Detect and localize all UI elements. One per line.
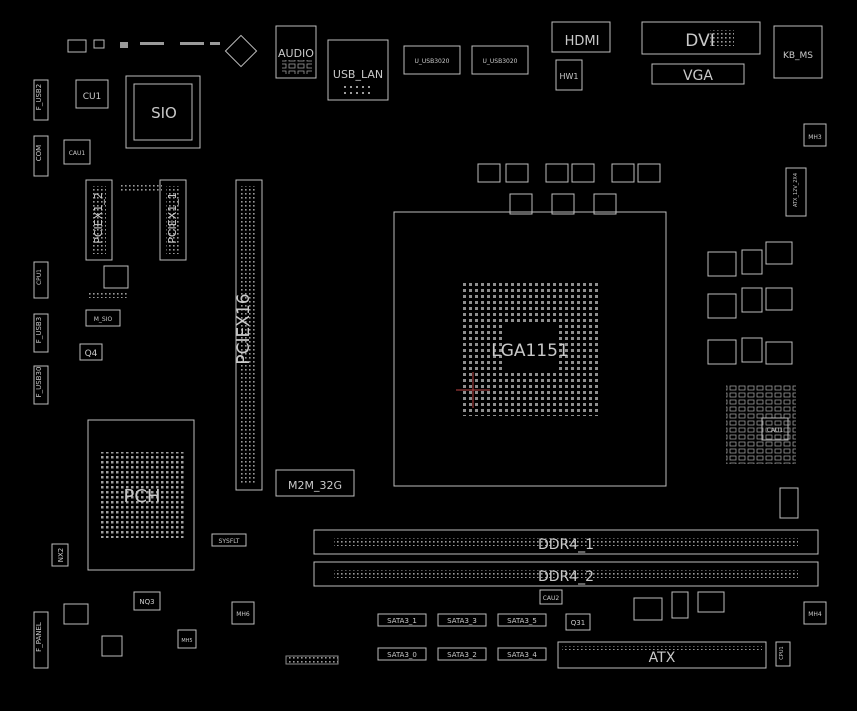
cau1-label: CAU1 xyxy=(69,150,86,157)
sio-label: SIO xyxy=(151,104,177,122)
pciex1-2-slot: PCIEX1_2 xyxy=(85,179,113,261)
usb-lan-label: USB_LAN xyxy=(333,68,383,81)
left-bottom-chip-2 xyxy=(101,635,123,657)
m2-slot: M2M_32G xyxy=(275,469,355,497)
ddr4-2-slot: DDR4_2 xyxy=(313,561,819,587)
hw1-chip: HW1 xyxy=(555,59,583,91)
sysflt-label: SYSFLT xyxy=(219,538,240,545)
atx-12v-label: ATX_12V_2X4 xyxy=(793,173,799,207)
usb3020-1-label: U_USB3020 xyxy=(415,58,450,65)
f-usb3b-label: F_USB30 xyxy=(35,367,43,398)
cau-right-label: CAU1 xyxy=(767,427,784,434)
ddr4-1-slot: DDR4_1 xyxy=(313,529,819,555)
f-usb2-label: F_USB2 xyxy=(35,84,43,110)
jumper-pins xyxy=(120,184,162,192)
atx-label: ATX xyxy=(649,650,676,666)
sata-connectors: SATA3_1 SATA3_3 SATA3_5 SATA3_0 SATA3_2 … xyxy=(377,613,547,661)
cpu1b-header xyxy=(775,641,791,667)
vrm-area: ATX_12V_2X4 xyxy=(707,167,807,365)
m2m-label: M2M_32G xyxy=(288,479,342,492)
cau2-chip: CAU2 xyxy=(539,589,563,605)
sata3-2-label: SATA3_2 xyxy=(447,651,477,659)
lga-label: LGA1151 xyxy=(491,341,569,361)
q31-label: Q31 xyxy=(571,619,585,627)
sio-chip: SIO xyxy=(125,75,201,149)
cpu1-label: CPU1 xyxy=(36,269,43,285)
ddr4-2-label: DDR4_2 xyxy=(538,569,594,585)
mh5-hole: MH5 xyxy=(177,629,197,649)
bottom-right-chip-2 xyxy=(671,591,689,619)
com-label: COM xyxy=(35,145,43,161)
top-left-pads xyxy=(67,34,258,68)
nq3-chip: NQ3 xyxy=(133,591,161,611)
hw1-label: HW1 xyxy=(559,72,578,81)
cpu1b-label: CPU1 xyxy=(779,646,785,659)
cpu-socket: LGA1151 xyxy=(393,211,667,487)
usb3020-connector-1: U_USB3020 xyxy=(403,45,461,75)
pciex1-1-label: PCIEX1_1 xyxy=(166,192,179,244)
m-sio-chip: M_SIO xyxy=(85,309,121,327)
atx-connector: ATX xyxy=(557,641,767,669)
left-pins xyxy=(88,292,128,298)
vga-connector: VGA xyxy=(651,63,745,85)
q31-chip: Q31 xyxy=(565,613,591,631)
pciex1-1-slot: PCIEX1_1 xyxy=(159,179,187,261)
mh3-label: MH3 xyxy=(808,134,822,141)
bottom-right-chip xyxy=(633,597,663,621)
f-panel-header: F_PANEL xyxy=(33,611,49,669)
hdmi-connector: HDMI xyxy=(551,21,611,53)
nx2-chip: NX2 xyxy=(51,543,69,567)
mh6-label: MH6 xyxy=(236,611,250,618)
sata3-5-label: SATA3_5 xyxy=(507,617,537,625)
pciex1-2-label: PCIEX1_2 xyxy=(92,192,105,244)
dvi-label: DVI xyxy=(685,31,714,51)
f-usb2-header: F_USB2 xyxy=(33,79,49,121)
q4-chip: Q4 xyxy=(79,343,103,361)
audio-connector: AUDIO xyxy=(275,25,317,79)
audio-label: AUDIO xyxy=(278,47,314,60)
q4-label: Q4 xyxy=(85,349,98,359)
hdmi-label: HDMI xyxy=(565,34,600,49)
usb3020-2-label: U_USB3020 xyxy=(483,58,518,65)
pch-label: PCH xyxy=(124,486,161,507)
mh4-hole: MH4 xyxy=(803,601,827,625)
cau2-label: CAU2 xyxy=(543,595,560,602)
sata3-4-label: SATA3_4 xyxy=(507,651,537,659)
pch-chip: PCH xyxy=(87,419,195,571)
mh6-hole: MH6 xyxy=(231,601,255,625)
mh3-hole: MH3 xyxy=(803,123,827,147)
sata3-3-label: SATA3_3 xyxy=(447,617,477,625)
ddr4-1-label: DDR4_1 xyxy=(538,537,594,553)
left-bottom-chip xyxy=(63,603,89,625)
sysflt-chip: SYSFLT xyxy=(211,533,247,547)
pciex16-label: PCIEX16 xyxy=(234,293,254,364)
cu1-chip: CU1 xyxy=(75,79,109,109)
cau2-right-chip: CAU1 xyxy=(726,384,799,519)
left-chip xyxy=(103,265,129,289)
bottom-right-chip-3 xyxy=(697,591,725,613)
bottom-pin-header xyxy=(286,656,338,664)
cau1-chip: CAU1 xyxy=(63,139,91,165)
sata3-0-label: SATA3_0 xyxy=(387,651,417,659)
mh5-label: MH5 xyxy=(181,638,192,644)
kb-ms-label: KB_MS xyxy=(783,51,813,61)
nq3-label: NQ3 xyxy=(139,598,154,606)
cpu-top-pads xyxy=(477,163,661,215)
f-panel-label: F_PANEL xyxy=(35,622,43,652)
m-sio-label: M_SIO xyxy=(94,316,113,323)
sata3-1-label: SATA3_1 xyxy=(387,617,417,625)
pciex16-slot: PCIEX16 xyxy=(234,179,263,491)
left-headers: CPU1 F_USB3 F_USB30 xyxy=(33,261,49,405)
mh4-label: MH4 xyxy=(808,611,822,618)
kb-ms-connector: KB_MS xyxy=(773,25,823,79)
dvi-connector: DVI xyxy=(641,21,761,55)
nx2-label: NX2 xyxy=(57,548,65,563)
usb-lan-connector: USB_LAN xyxy=(327,39,389,101)
com-header: COM xyxy=(33,135,49,177)
vga-label: VGA xyxy=(683,68,713,84)
f-usb3-label: F_USB3 xyxy=(35,317,43,343)
usb3020-connector-2: U_USB3020 xyxy=(471,45,529,75)
cu1-label: CU1 xyxy=(83,92,102,102)
